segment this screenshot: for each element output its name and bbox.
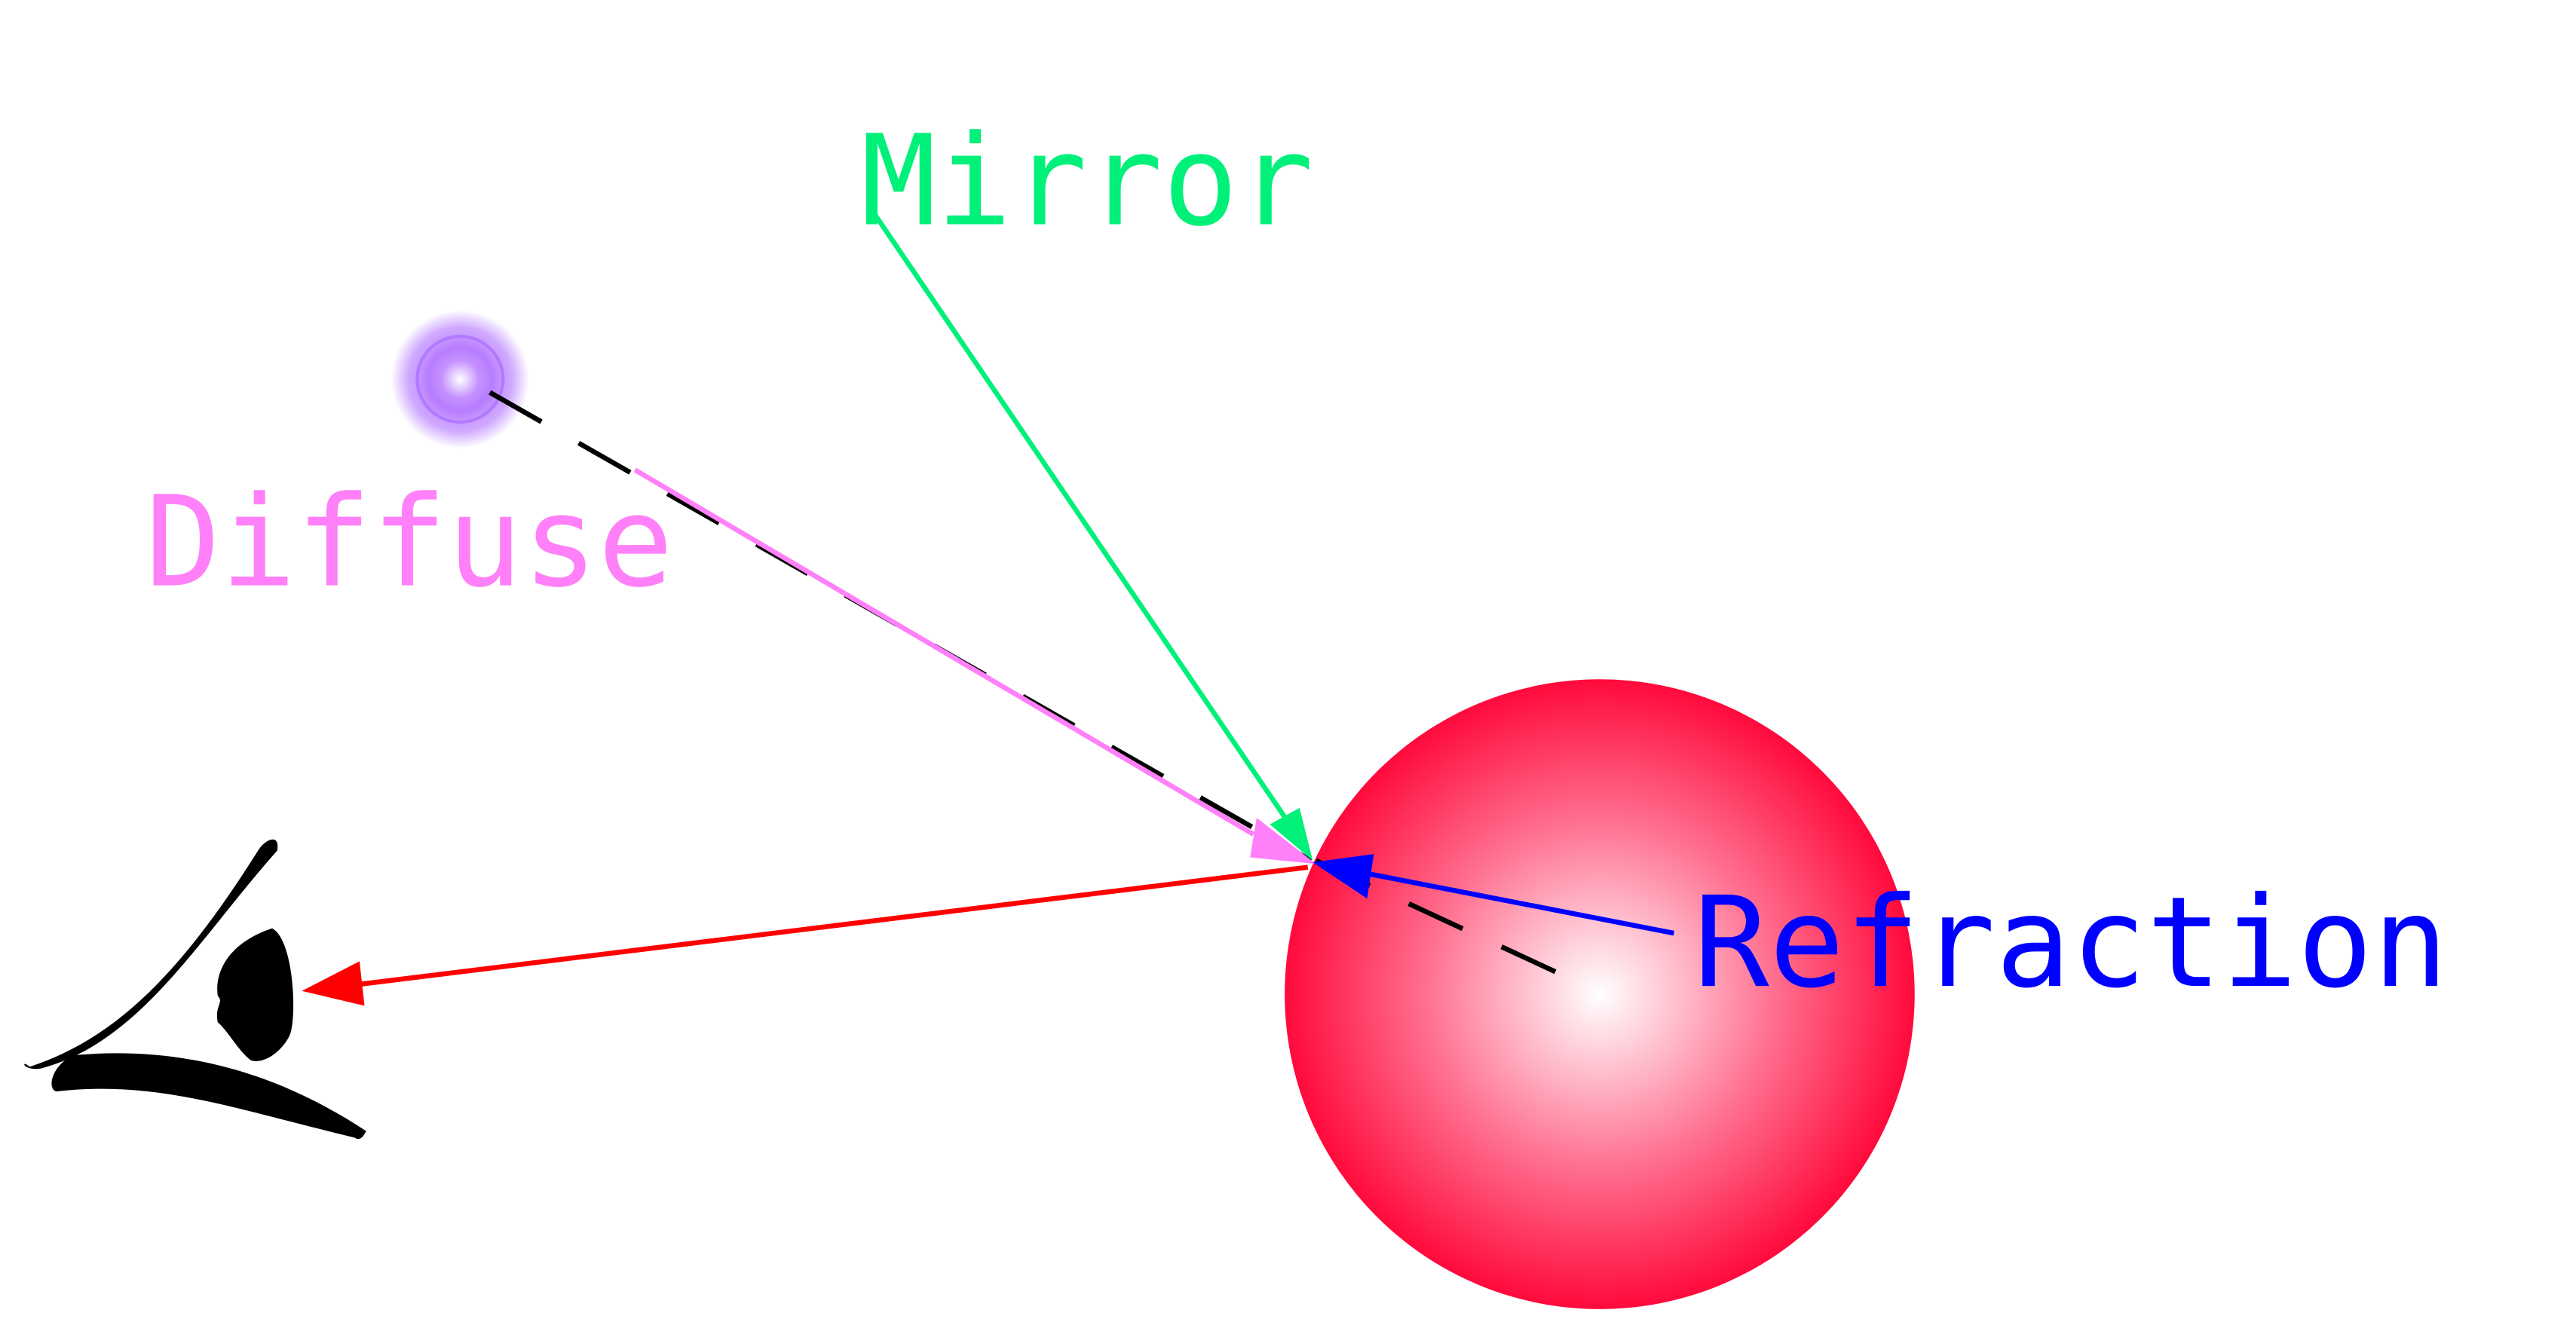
diffuse-arrowhead [1250,818,1316,865]
eye-icon [24,839,366,1140]
eye-ray [359,865,1309,987]
refraction-ray [1368,871,1675,936]
refraction-label: Refraction [1694,871,2449,1016]
shadow-ray [489,390,1313,863]
light-source-icon [415,335,505,424]
diffuse-ray [633,467,1255,837]
mirror-ray [867,204,1289,822]
eye-ray-arrowhead [302,961,365,1006]
mirror-label: Mirror [861,109,1314,255]
sphere-object [1285,679,1915,1309]
mirror-arrowhead [1270,807,1313,861]
diffuse-label: Diffuse [145,470,674,616]
refraction-arrowhead [1313,854,1374,899]
